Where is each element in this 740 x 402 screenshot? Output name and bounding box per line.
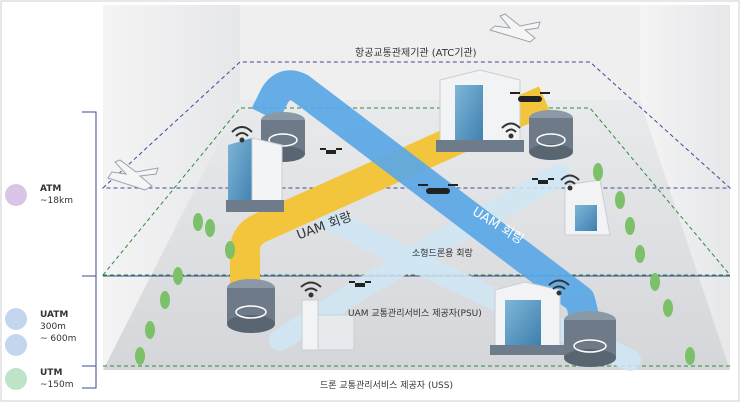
building-icon (564, 179, 611, 236)
uatm-name: UATM (40, 310, 69, 320)
wifi-icon (560, 174, 580, 191)
vertiport-icon (529, 110, 573, 160)
uatm-range-bottom: ~ 600m (40, 334, 77, 344)
wifi-icon (548, 279, 570, 296)
building-icon (436, 69, 524, 152)
building-icon (226, 137, 284, 212)
tree-icon (135, 163, 695, 365)
back-wall (240, 5, 640, 100)
uatm-range-top: 300m (40, 322, 66, 332)
atc-label: 항공교통관제기관 (ATC기관) (355, 48, 477, 59)
altitude-bracket (82, 111, 97, 389)
drone-corridor-label: 소형드론용 회랑 (412, 249, 473, 259)
wifi-icon (300, 281, 322, 298)
atm-icon (5, 184, 27, 206)
uatm-icon-2 (5, 334, 27, 356)
uam-corridor-yellow (230, 86, 552, 300)
atm-range: ~18km (40, 196, 73, 206)
right-wall (640, 5, 730, 370)
evtol-icon (418, 184, 458, 194)
airplane-icon (488, 13, 541, 43)
building-icon (301, 299, 355, 351)
utm-name: UTM (40, 368, 63, 378)
utm-icon (5, 368, 27, 390)
evtol-icon (510, 92, 550, 102)
wifi-icon (501, 122, 521, 139)
psu-label: UAM 교통관리서비스 제공자(PSU) (348, 309, 482, 319)
atm-name: ATM (40, 184, 62, 194)
building-icon (490, 281, 564, 355)
utm-range: ~150m (40, 380, 74, 390)
drone-icon (349, 281, 371, 287)
drone-icon (532, 178, 554, 184)
airplane-icon (107, 159, 159, 191)
wifi-icon (231, 126, 253, 143)
vertiport-icon (227, 279, 275, 333)
uss-label: 드론 교통관리서비스 제공자 (USS) (320, 381, 453, 391)
uatm-icon (5, 308, 27, 330)
drone-icon (320, 148, 342, 154)
uam-corridor-blue (251, 70, 600, 324)
vertiport-icon (564, 311, 616, 367)
